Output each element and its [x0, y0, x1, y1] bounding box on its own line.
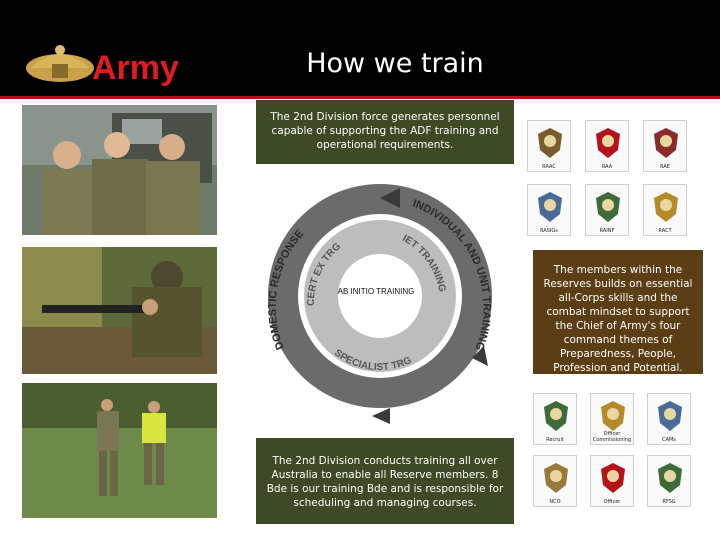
- badge-officer: Officer: [590, 455, 634, 507]
- training-cycle-diagram: INDIVIDUAL AND UNIT TRAINING DOMESTIC RE…: [267, 184, 492, 424]
- insignia-icon: [654, 128, 678, 158]
- badge-nco: NCO: [533, 455, 577, 507]
- insignia-icon: [596, 128, 620, 158]
- insignia-icon: [538, 192, 562, 222]
- badge-label: NCO: [549, 499, 561, 505]
- badge-label: Recruit: [546, 437, 564, 443]
- badge-rfsg: RFSG: [647, 455, 691, 507]
- header-bar: [0, 0, 720, 96]
- badge-rasigs: RASIGs: [527, 184, 571, 236]
- army-crest-icon: [26, 45, 94, 82]
- insignia-icon: [601, 463, 625, 493]
- badge-label: RAE: [660, 164, 670, 170]
- badge-label: RACT: [658, 228, 672, 234]
- photo-soldiers-field: [22, 383, 217, 518]
- badge-label: Officer: [603, 499, 621, 505]
- badge-label: RAINF: [599, 228, 615, 234]
- badge-raa: RAA: [585, 120, 629, 172]
- badge-label: CAMs: [662, 437, 676, 443]
- page-title: How we train: [306, 48, 484, 79]
- badge-cams: CAMs: [647, 393, 691, 445]
- army-logo-text: Army: [92, 49, 179, 87]
- badge-label: Officer Commissioning: [592, 431, 632, 443]
- badge-label: RFSG: [662, 499, 676, 505]
- badge-rae: RAE: [643, 120, 687, 172]
- reserves-info-panel: The members within the Reserves builds o…: [533, 250, 703, 374]
- division-info-panel: The 2nd Division force generates personn…: [256, 100, 514, 164]
- diagram-center-label: AB INITIO TRAINING: [337, 287, 415, 296]
- badge-ract: RACT: [643, 184, 687, 236]
- badge-label: RASIGs: [540, 228, 558, 234]
- training-info-panel: The 2nd Division conducts training all o…: [256, 438, 514, 524]
- badge-rainf: RAINF: [585, 184, 629, 236]
- insignia-icon: [544, 463, 568, 493]
- insignia-icon: [658, 401, 682, 431]
- insignia-icon: [538, 128, 562, 158]
- insignia-icon: [596, 192, 620, 222]
- badge-officer-commissioning: Officer Commissioning: [590, 393, 634, 445]
- photo-soldier-rifle: [22, 247, 217, 374]
- insignia-icon: [654, 192, 678, 222]
- badge-label: RAAC: [542, 164, 556, 170]
- photo-soldiers-truck: [22, 105, 217, 235]
- badge-raac: RAAC: [527, 120, 571, 172]
- insignia-icon: [544, 401, 568, 431]
- badge-label: RAA: [601, 164, 613, 170]
- insignia-icon: [658, 463, 682, 493]
- header-divider: [0, 96, 720, 99]
- badge-recruit: Recruit: [533, 393, 577, 445]
- insignia-icon: [601, 401, 625, 431]
